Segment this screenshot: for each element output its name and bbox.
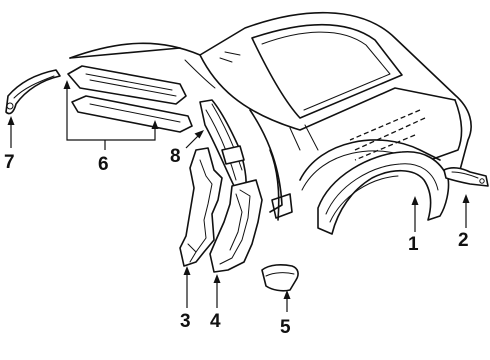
part-6-rails [66,65,193,150]
callout-5: 5 [280,317,291,338]
part-2-clip [443,167,489,187]
part-1-liner [317,151,450,235]
callout-7: 7 [4,152,15,173]
part-5-cap [261,264,299,292]
callout-4: 4 [210,311,221,332]
part-4-panel [209,179,263,273]
callout-6: 6 [98,154,109,175]
part-3-panel [179,147,223,267]
callout-3: 3 [180,311,191,332]
callout-8: 8 [170,146,181,167]
leader-lines [7,80,470,312]
part-7-bracket [5,69,61,115]
callouts: 1 2 3 4 5 6 7 8 [4,146,469,338]
part-8-inner-panel [199,99,247,197]
callout-1: 1 [408,234,419,255]
callout-2: 2 [458,230,469,251]
car-body [69,11,472,221]
